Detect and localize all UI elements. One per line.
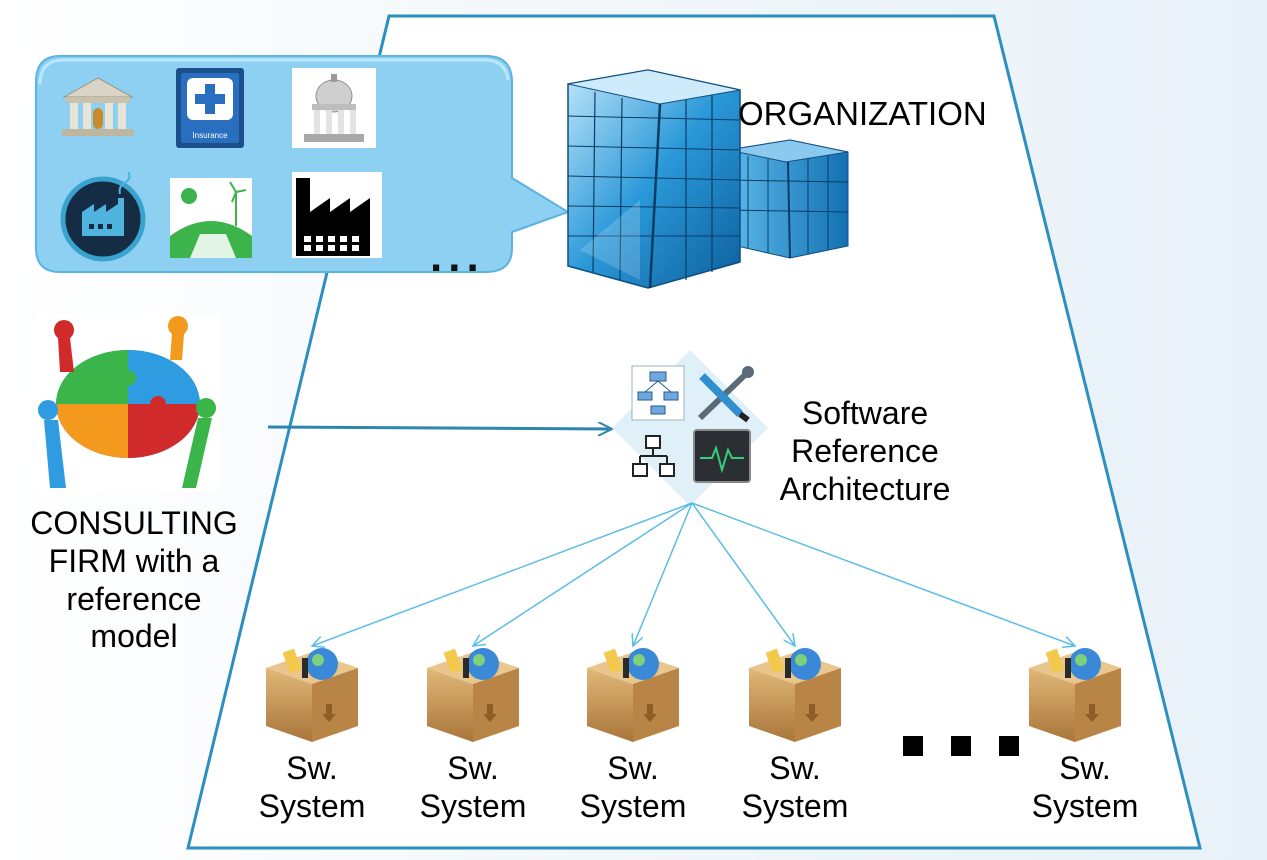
ellipsis-dot (903, 736, 923, 756)
system-label-line1: Sw. (447, 750, 499, 786)
organization-label: ORGANIZATION (738, 95, 987, 132)
consulting-arrow (267, 427, 612, 429)
factory-icon (60, 171, 146, 262)
distribution-arrows (312, 502, 1075, 646)
bank-icon (62, 77, 134, 136)
architecture-icon-cluster (612, 350, 768, 506)
architecture-label-line: Reference (791, 432, 939, 469)
consulting-label-line: CONSULTING (30, 505, 238, 541)
insurance-caption: Insurance (192, 131, 228, 140)
consulting-label: CONSULTING FIRM with a reference model (0, 505, 268, 656)
sector-bubble (35, 55, 571, 273)
government-building-icon (292, 68, 376, 148)
system-label-line2: System (579, 787, 687, 824)
diagram-document-icon (631, 365, 685, 421)
office-buildings-icon (567, 69, 849, 289)
industrial-factory-icon (292, 172, 382, 258)
system-label-line1: Sw. (607, 750, 659, 786)
activity-monitor-icon (693, 429, 751, 483)
system-label: Sw. System (403, 750, 543, 826)
software-package-icon (266, 648, 358, 742)
architecture-label-line: Software (801, 395, 929, 431)
tools-icon (697, 366, 754, 423)
ellipsis-dot (951, 736, 971, 756)
system-label-line2: System (258, 787, 366, 824)
software-package-icon (427, 648, 519, 742)
software-package-icon (1029, 648, 1121, 742)
green-energy-icon (170, 178, 252, 258)
sector-ellipsis: ... (430, 232, 485, 281)
consulting-label-line: FIRM with a (48, 542, 220, 579)
insurance-icon: Insurance (176, 68, 244, 148)
system-label: Sw. System (1015, 750, 1155, 826)
architecture-label-line: Architecture (779, 470, 951, 507)
system-label-line2: System (419, 787, 527, 824)
architecture-label: Software Reference Architecture (745, 395, 985, 508)
system-label-line1: Sw. (286, 750, 338, 786)
system-label-line1: Sw. (1059, 750, 1111, 786)
system-label-line2: System (741, 787, 849, 824)
consulting-label-line: model (90, 618, 178, 655)
software-package-icon (587, 648, 679, 742)
consulting-puzzle-icon (37, 314, 219, 492)
system-label: Sw. System (242, 750, 382, 826)
system-label: Sw. System (725, 750, 865, 826)
network-icon (632, 435, 675, 477)
consulting-label-line: reference (66, 580, 202, 617)
ellipsis-dot (999, 736, 1019, 756)
system-label-line1: Sw. (769, 750, 821, 786)
system-label: Sw. System (563, 750, 703, 826)
system-label-line2: System (1031, 787, 1139, 824)
software-package-icon (749, 648, 841, 742)
systems-ellipsis (903, 736, 1019, 756)
